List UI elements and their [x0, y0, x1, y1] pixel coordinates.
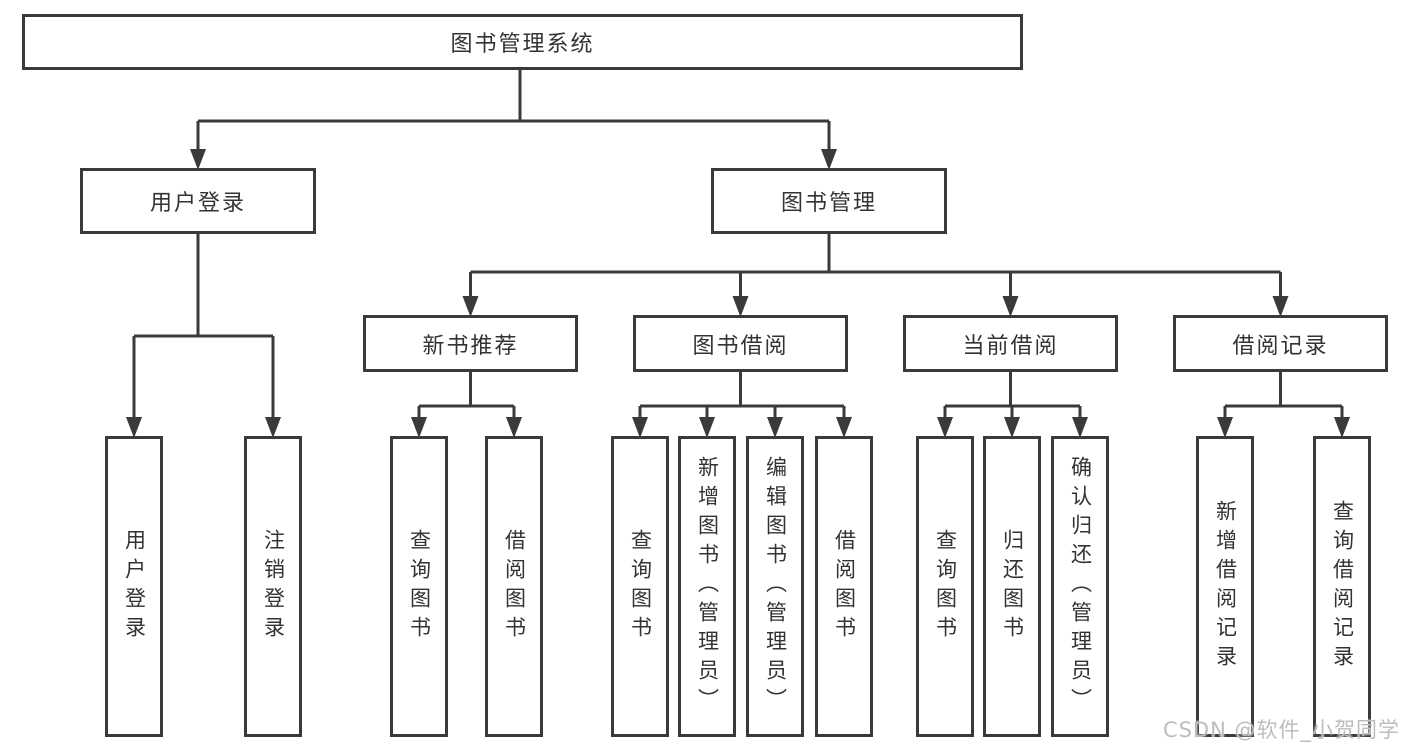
leaf-query-books-borrow-label: 查询图书: [628, 528, 653, 645]
leaf-add-book-admin: 新增图书（管理员）: [678, 436, 736, 737]
leaf-query-books-borrow: 查询图书: [611, 436, 669, 737]
leaf-borrow-books-label: 借阅图书: [832, 528, 857, 645]
node-user-login: 用户登录: [80, 168, 316, 234]
leaf-user-login: 用户登录: [105, 436, 163, 737]
node-user-login-label: 用户登录: [149, 191, 246, 216]
leaf-add-book-admin-label: 新增图书（管理员）: [695, 456, 720, 717]
node-library-system: 图书管理系统: [22, 14, 1023, 70]
node-new-book-recommend-label: 新书推荐: [422, 333, 519, 359]
leaf-add-borrow-record: 新增借阅记录: [1196, 436, 1254, 737]
leaf-return-book-label: 归还图书: [1000, 528, 1025, 645]
node-new-book-recommend: 新书推荐: [363, 315, 578, 372]
leaf-logout: 注销登录: [244, 436, 302, 737]
leaf-query-books-current: 查询图书: [916, 436, 974, 737]
leaf-confirm-return-admin-label: 确认归还（管理员）: [1068, 456, 1093, 717]
leaf-query-books-current-label: 查询图书: [933, 528, 958, 645]
leaf-query-books-recommend-label: 查询图书: [407, 528, 432, 645]
leaf-borrow-books-recommend-label: 借阅图书: [502, 528, 527, 645]
node-book-borrow: 图书借阅: [633, 315, 848, 372]
leaf-add-borrow-record-label: 新增借阅记录: [1213, 499, 1238, 674]
leaf-query-books-recommend: 查询图书: [390, 436, 448, 737]
leaf-borrow-books: 借阅图书: [815, 436, 873, 737]
node-current-borrow: 当前借阅: [903, 315, 1118, 372]
csdn-watermark: CSDN @软件_小贺同学: [1162, 718, 1400, 742]
leaf-return-book: 归还图书: [983, 436, 1041, 737]
node-library-system-label: 图书管理系统: [450, 32, 595, 57]
leaf-confirm-return-admin: 确认归还（管理员）: [1051, 436, 1109, 737]
node-borrow-records-label: 借阅记录: [1232, 333, 1329, 359]
leaf-query-borrow-record: 查询借阅记录: [1313, 436, 1371, 737]
leaf-edit-book-admin: 编辑图书（管理员）: [746, 436, 804, 737]
node-book-management-label: 图书管理: [780, 191, 877, 216]
leaf-edit-book-admin-label: 编辑图书（管理员）: [763, 456, 788, 717]
node-book-borrow-label: 图书借阅: [692, 333, 789, 359]
node-book-management: 图书管理: [711, 168, 947, 234]
leaf-logout-label: 注销登录: [261, 528, 286, 645]
leaf-user-login-label: 用户登录: [122, 528, 147, 645]
node-current-borrow-label: 当前借阅: [962, 333, 1059, 359]
leaf-query-borrow-record-label: 查询借阅记录: [1330, 499, 1355, 674]
node-borrow-records: 借阅记录: [1173, 315, 1388, 372]
leaf-borrow-books-recommend: 借阅图书: [485, 436, 543, 737]
